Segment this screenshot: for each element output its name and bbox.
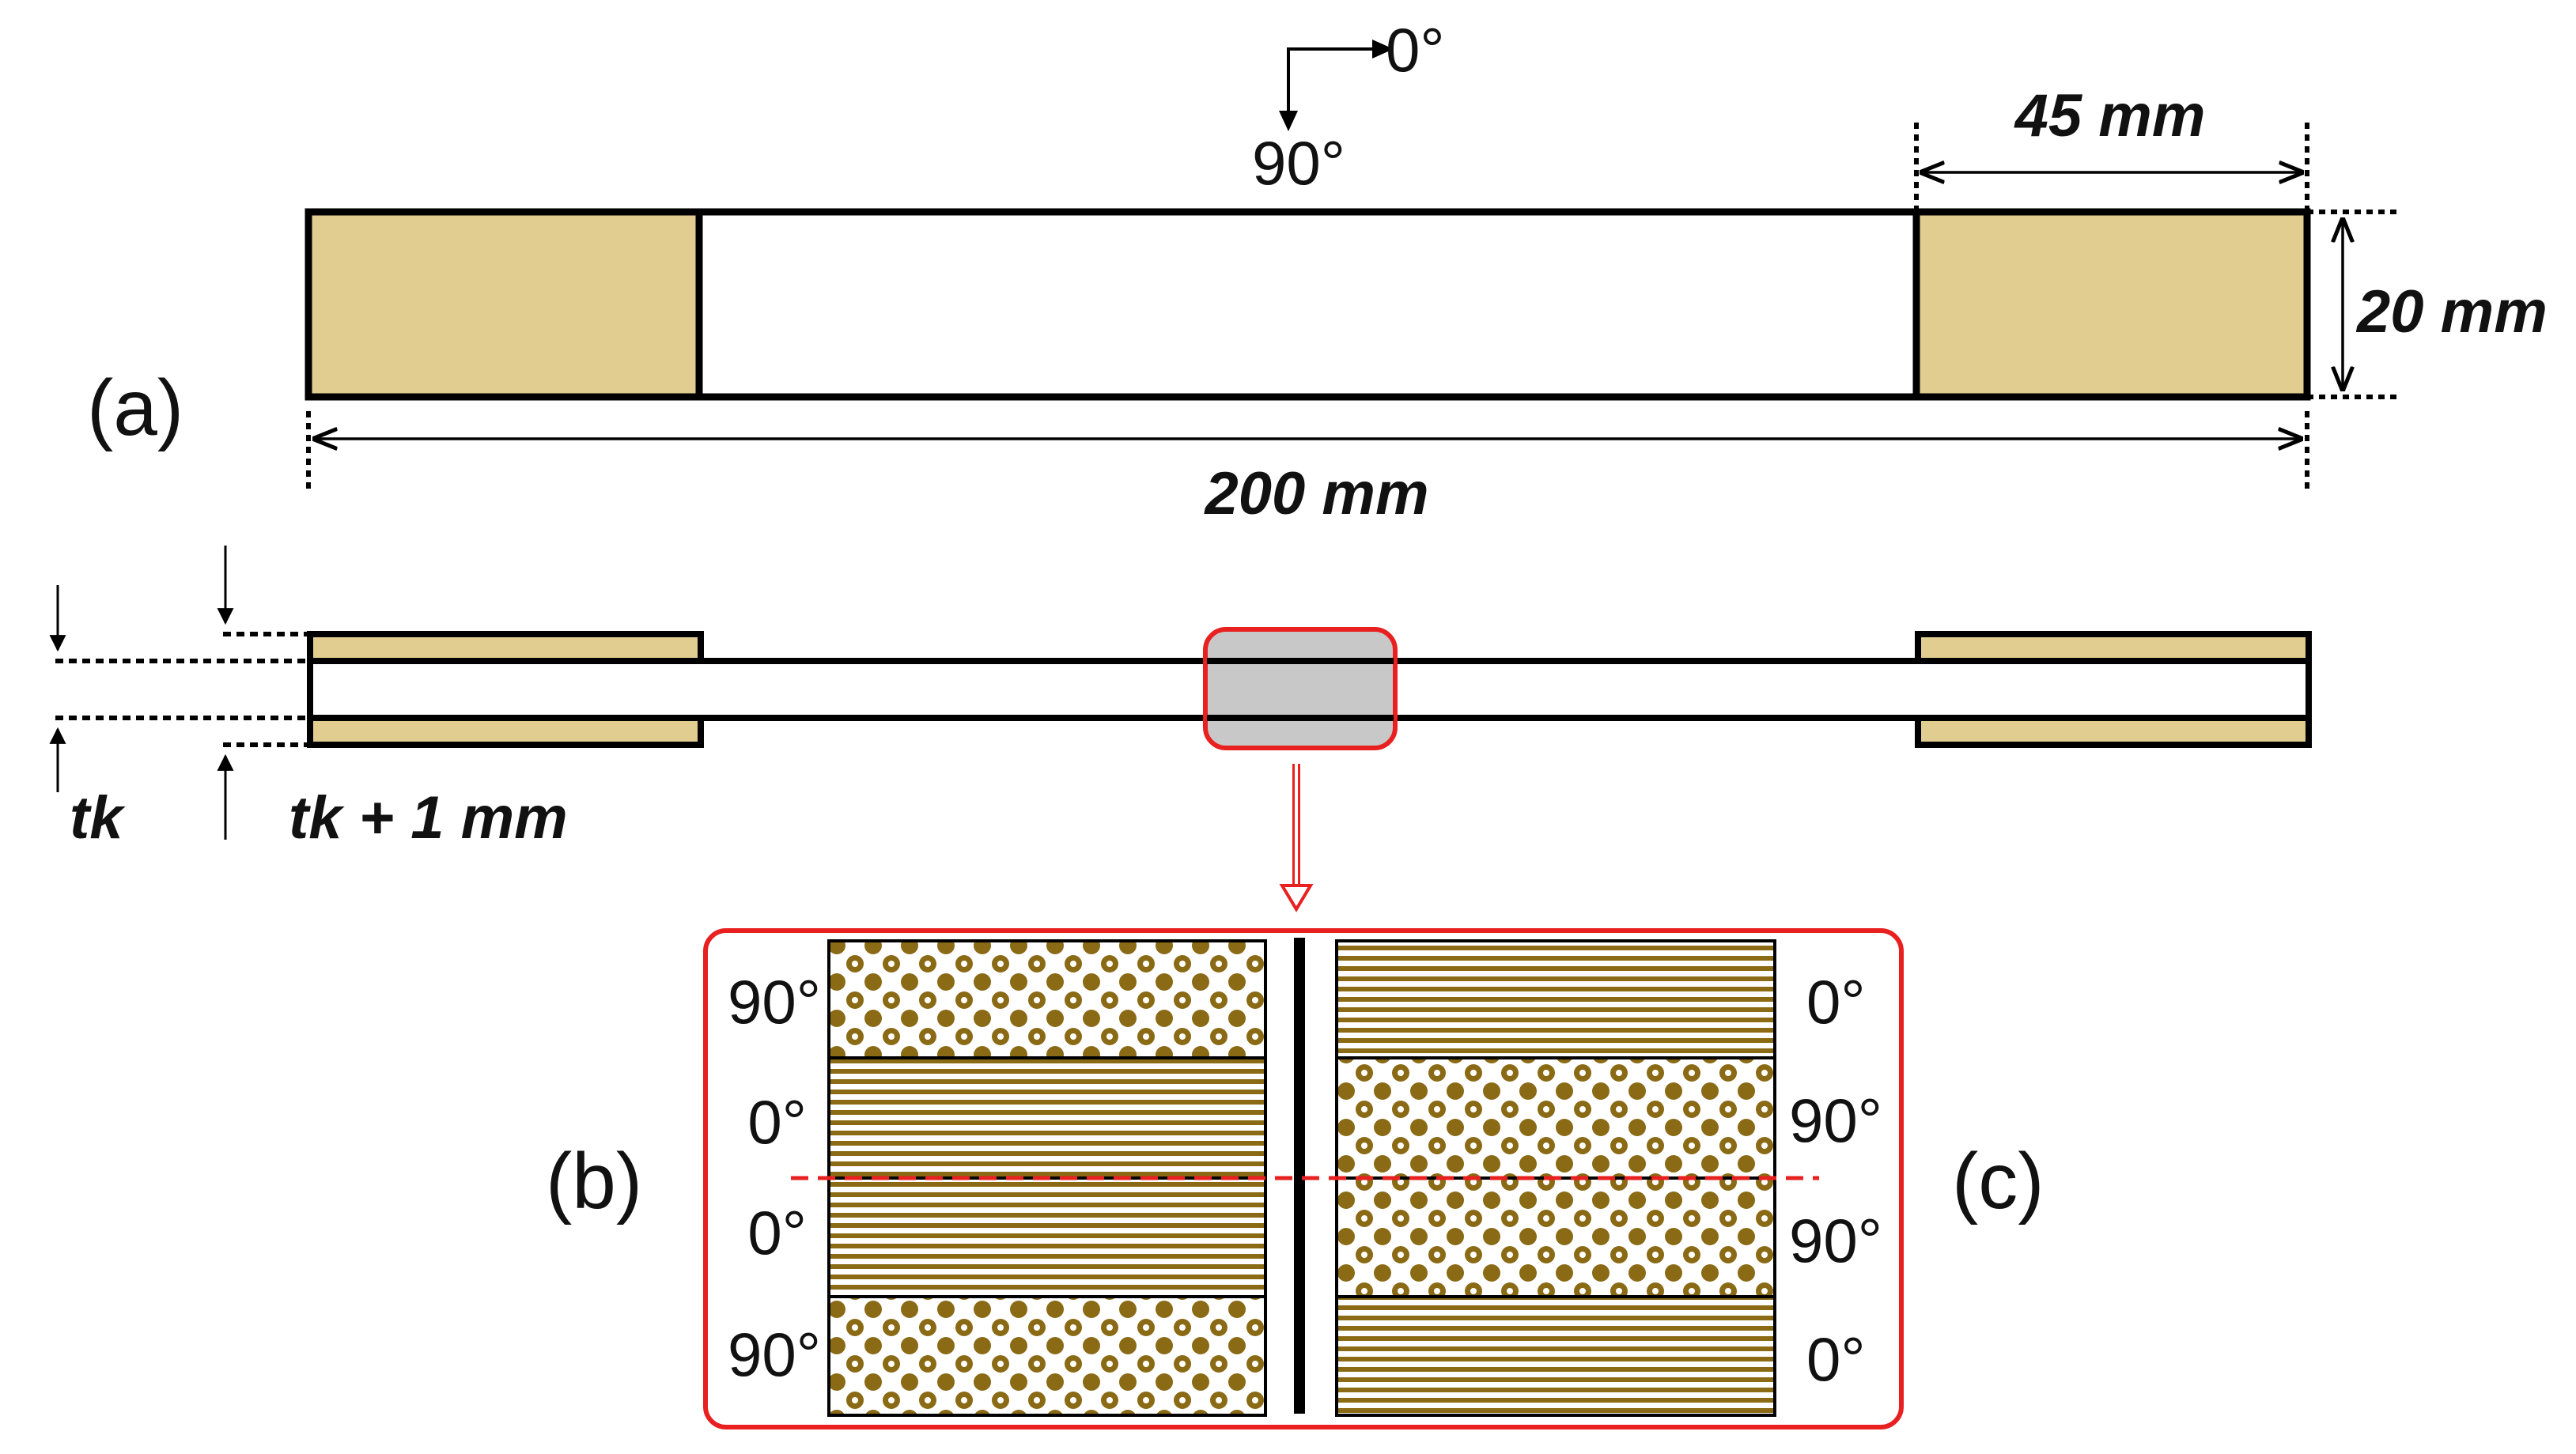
ply-c-2 <box>1335 1056 1776 1180</box>
layup-b: 90° 0° 0° 90° <box>728 939 1267 1417</box>
separator-bar <box>1294 938 1305 1414</box>
ply-c-3-label: 90° <box>1789 1206 1882 1275</box>
ply-c-4-label: 0° <box>1806 1324 1866 1394</box>
tab-thickness-label: tk + 1 mm <box>289 784 568 852</box>
specimen-top-view <box>305 208 2311 401</box>
ply-b-3 <box>827 1176 1267 1298</box>
tab-length-label: 45 mm <box>2014 82 2206 149</box>
width-label: 20 mm <box>2355 278 2548 346</box>
specimen-outline <box>305 208 2311 401</box>
panel-label-a: (a) <box>87 364 183 452</box>
total-length-dimension: 200 mm <box>306 411 2309 527</box>
ply-b-3-label: 0° <box>747 1198 807 1267</box>
ninety-degree-label: 90° <box>1252 128 1345 198</box>
ply-c-3 <box>1335 1176 1776 1298</box>
ply-b-2-label: 0° <box>747 1087 807 1157</box>
orientation-indicator: 0° 90° <box>1252 15 1445 198</box>
specimen-side-view <box>307 627 2312 750</box>
layup-c: 0° 90° 90° 0° <box>1335 939 1882 1417</box>
ply-b-4 <box>827 1295 1267 1417</box>
left-tab <box>308 212 699 397</box>
ply-b-1 <box>827 939 1267 1059</box>
tab-length-dimension: 45 mm <box>1914 82 2309 212</box>
ply-c-4 <box>1335 1295 1776 1417</box>
ply-c-1 <box>1335 939 1776 1059</box>
panel-label-c: (c) <box>1952 1137 2045 1226</box>
ply-b-2 <box>827 1056 1267 1180</box>
thickness-label: tk <box>70 784 126 852</box>
zero-degree-label: 0° <box>1386 15 1445 85</box>
thickness-callouts: tk tk + 1 mm <box>49 546 568 852</box>
detail-arrow <box>1279 764 1314 912</box>
total-length-label: 200 mm <box>1203 460 1428 527</box>
ply-b-1-label: 90° <box>728 967 821 1037</box>
ply-c-1-label: 0° <box>1806 967 1866 1037</box>
ply-b-4-label: 90° <box>728 1320 821 1389</box>
layup-detail-box <box>703 928 1904 1429</box>
width-dimension: 20 mm <box>2307 210 2548 399</box>
ply-c-2-label: 90° <box>1789 1086 1882 1155</box>
right-tab <box>1916 212 2307 397</box>
gauge-section-highlight <box>1203 627 1398 750</box>
panel-label-b: (b) <box>546 1137 642 1226</box>
